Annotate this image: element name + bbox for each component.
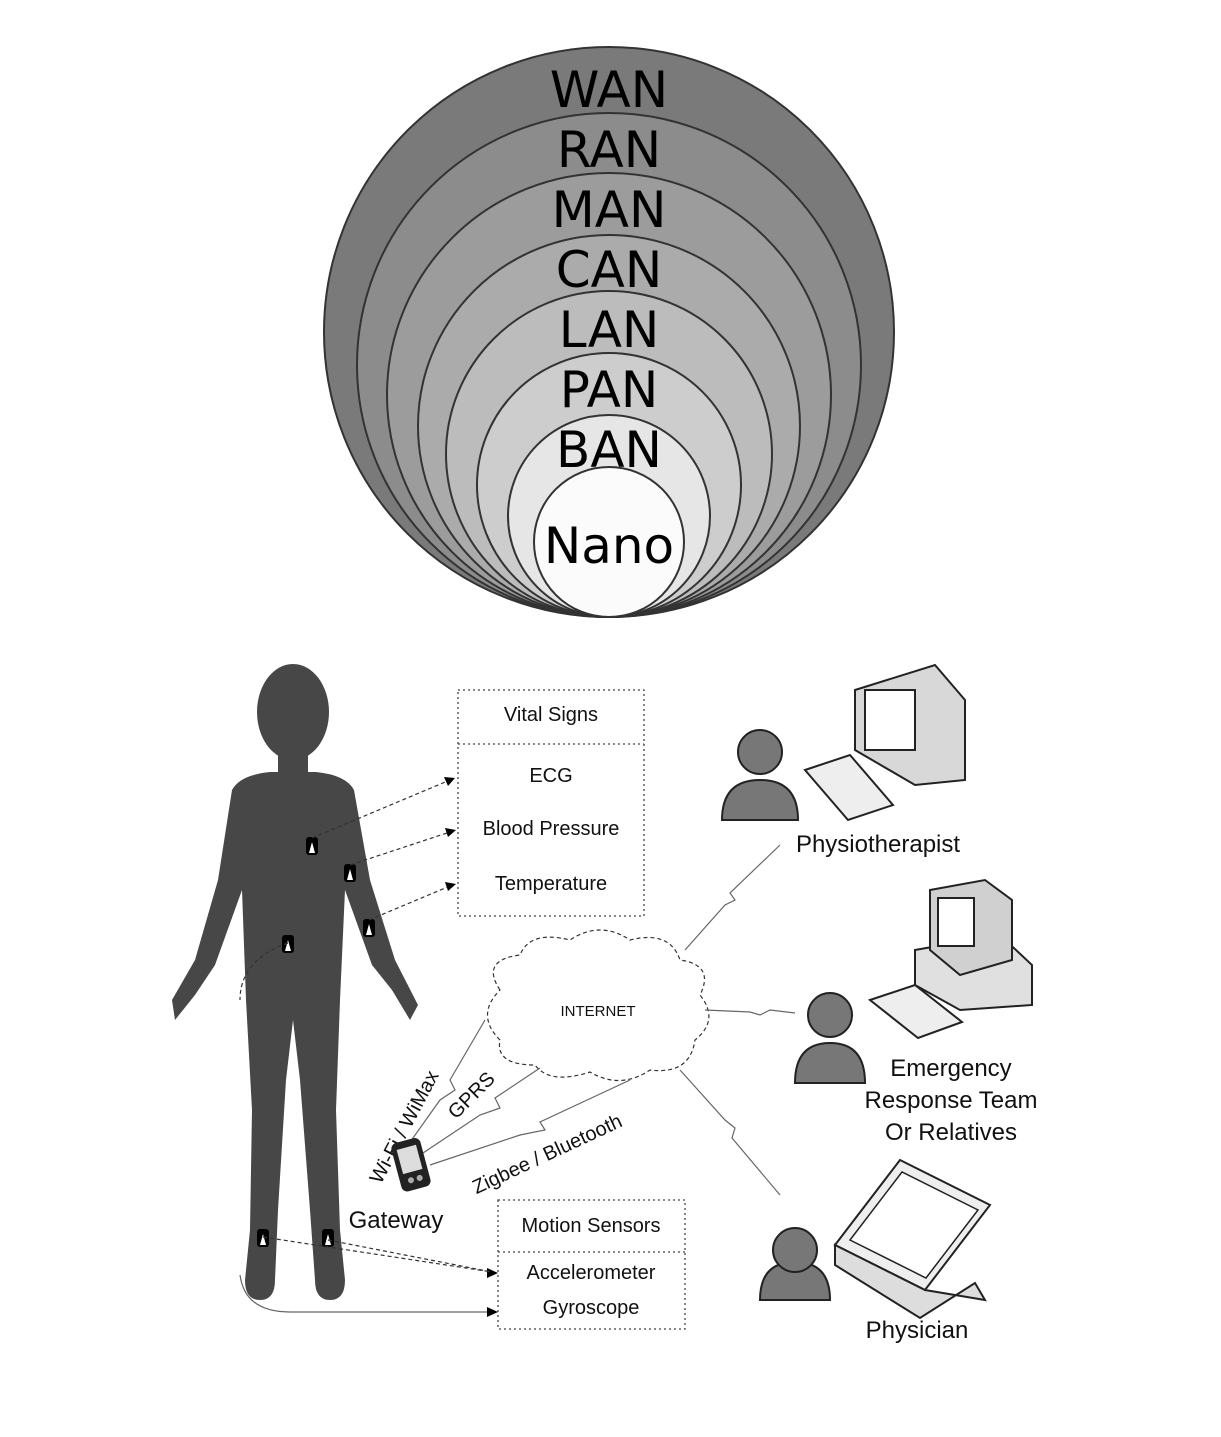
person-icon (720, 729, 800, 821)
motion-sensors-box: Motion Sensors Accelerometer Gyroscope (497, 1199, 686, 1330)
motion-gyroscope: Gyroscope (543, 1297, 640, 1319)
person-icon (758, 1227, 832, 1301)
label-ran: RAN (557, 121, 661, 179)
gateway-label: Gateway (349, 1207, 444, 1234)
emergency-label-2: Response Team (865, 1087, 1038, 1114)
physician-label: Physician (866, 1317, 969, 1344)
label-lan: LAN (559, 301, 660, 359)
label-ban: BAN (556, 421, 662, 479)
sensor-icon (306, 837, 318, 855)
physiotherapist-label: Physiotherapist (796, 831, 960, 858)
link-zigbee-bluetooth: Zigbee / Bluetooth (469, 1110, 625, 1199)
motion-sensors-title: Motion Sensors (522, 1215, 661, 1237)
gateway-device-icon (391, 1138, 431, 1192)
label-nano: Nano (544, 517, 674, 575)
network-scale-circles: WAN RAN MAN CAN LAN PAN BAN Nano (323, 46, 895, 618)
circle-nano (533, 466, 685, 618)
vital-signs-title: Vital Signs (504, 704, 598, 726)
label-wan: WAN (550, 61, 668, 119)
body-sensors (257, 837, 375, 1247)
sensor-icon (363, 919, 375, 937)
label-can: CAN (556, 241, 663, 299)
emergency-workstation: Emergency Response Team Or Relatives (793, 878, 1038, 1146)
physiotherapist-workstation: Physiotherapist (720, 663, 966, 858)
label-man: MAN (552, 181, 667, 239)
vital-blood-pressure: Blood Pressure (483, 818, 620, 840)
sensor-arrows (239, 777, 498, 1317)
monitor-icon (854, 663, 966, 787)
person-icon (793, 992, 867, 1084)
vital-signs-box: Vital Signs ECG Blood Pressure Temperatu… (457, 689, 645, 917)
emergency-label-3: Or Relatives (885, 1119, 1017, 1146)
keyboard-icon (803, 753, 895, 822)
sensor-icon (322, 1229, 334, 1247)
human-silhouette (172, 664, 418, 1300)
wireless-links: Wi-Fi / WiMax GPRS Zigbee / Bluetooth (366, 844, 796, 1199)
physician-workstation: Physician (758, 1158, 992, 1344)
sensor-icon (282, 935, 294, 953)
emergency-label-1: Emergency (890, 1055, 1011, 1082)
vital-ecg: ECG (529, 765, 572, 787)
sensor-icon (344, 864, 356, 882)
vital-temperature: Temperature (495, 873, 607, 895)
internet-cloud: INTERNET (486, 929, 710, 1082)
keyboard-icon (867, 983, 965, 1040)
label-pan: PAN (560, 361, 659, 419)
internet-label: INTERNET (561, 1003, 636, 1020)
motion-accelerometer: Accelerometer (527, 1262, 656, 1284)
sensor-icon (257, 1229, 269, 1247)
